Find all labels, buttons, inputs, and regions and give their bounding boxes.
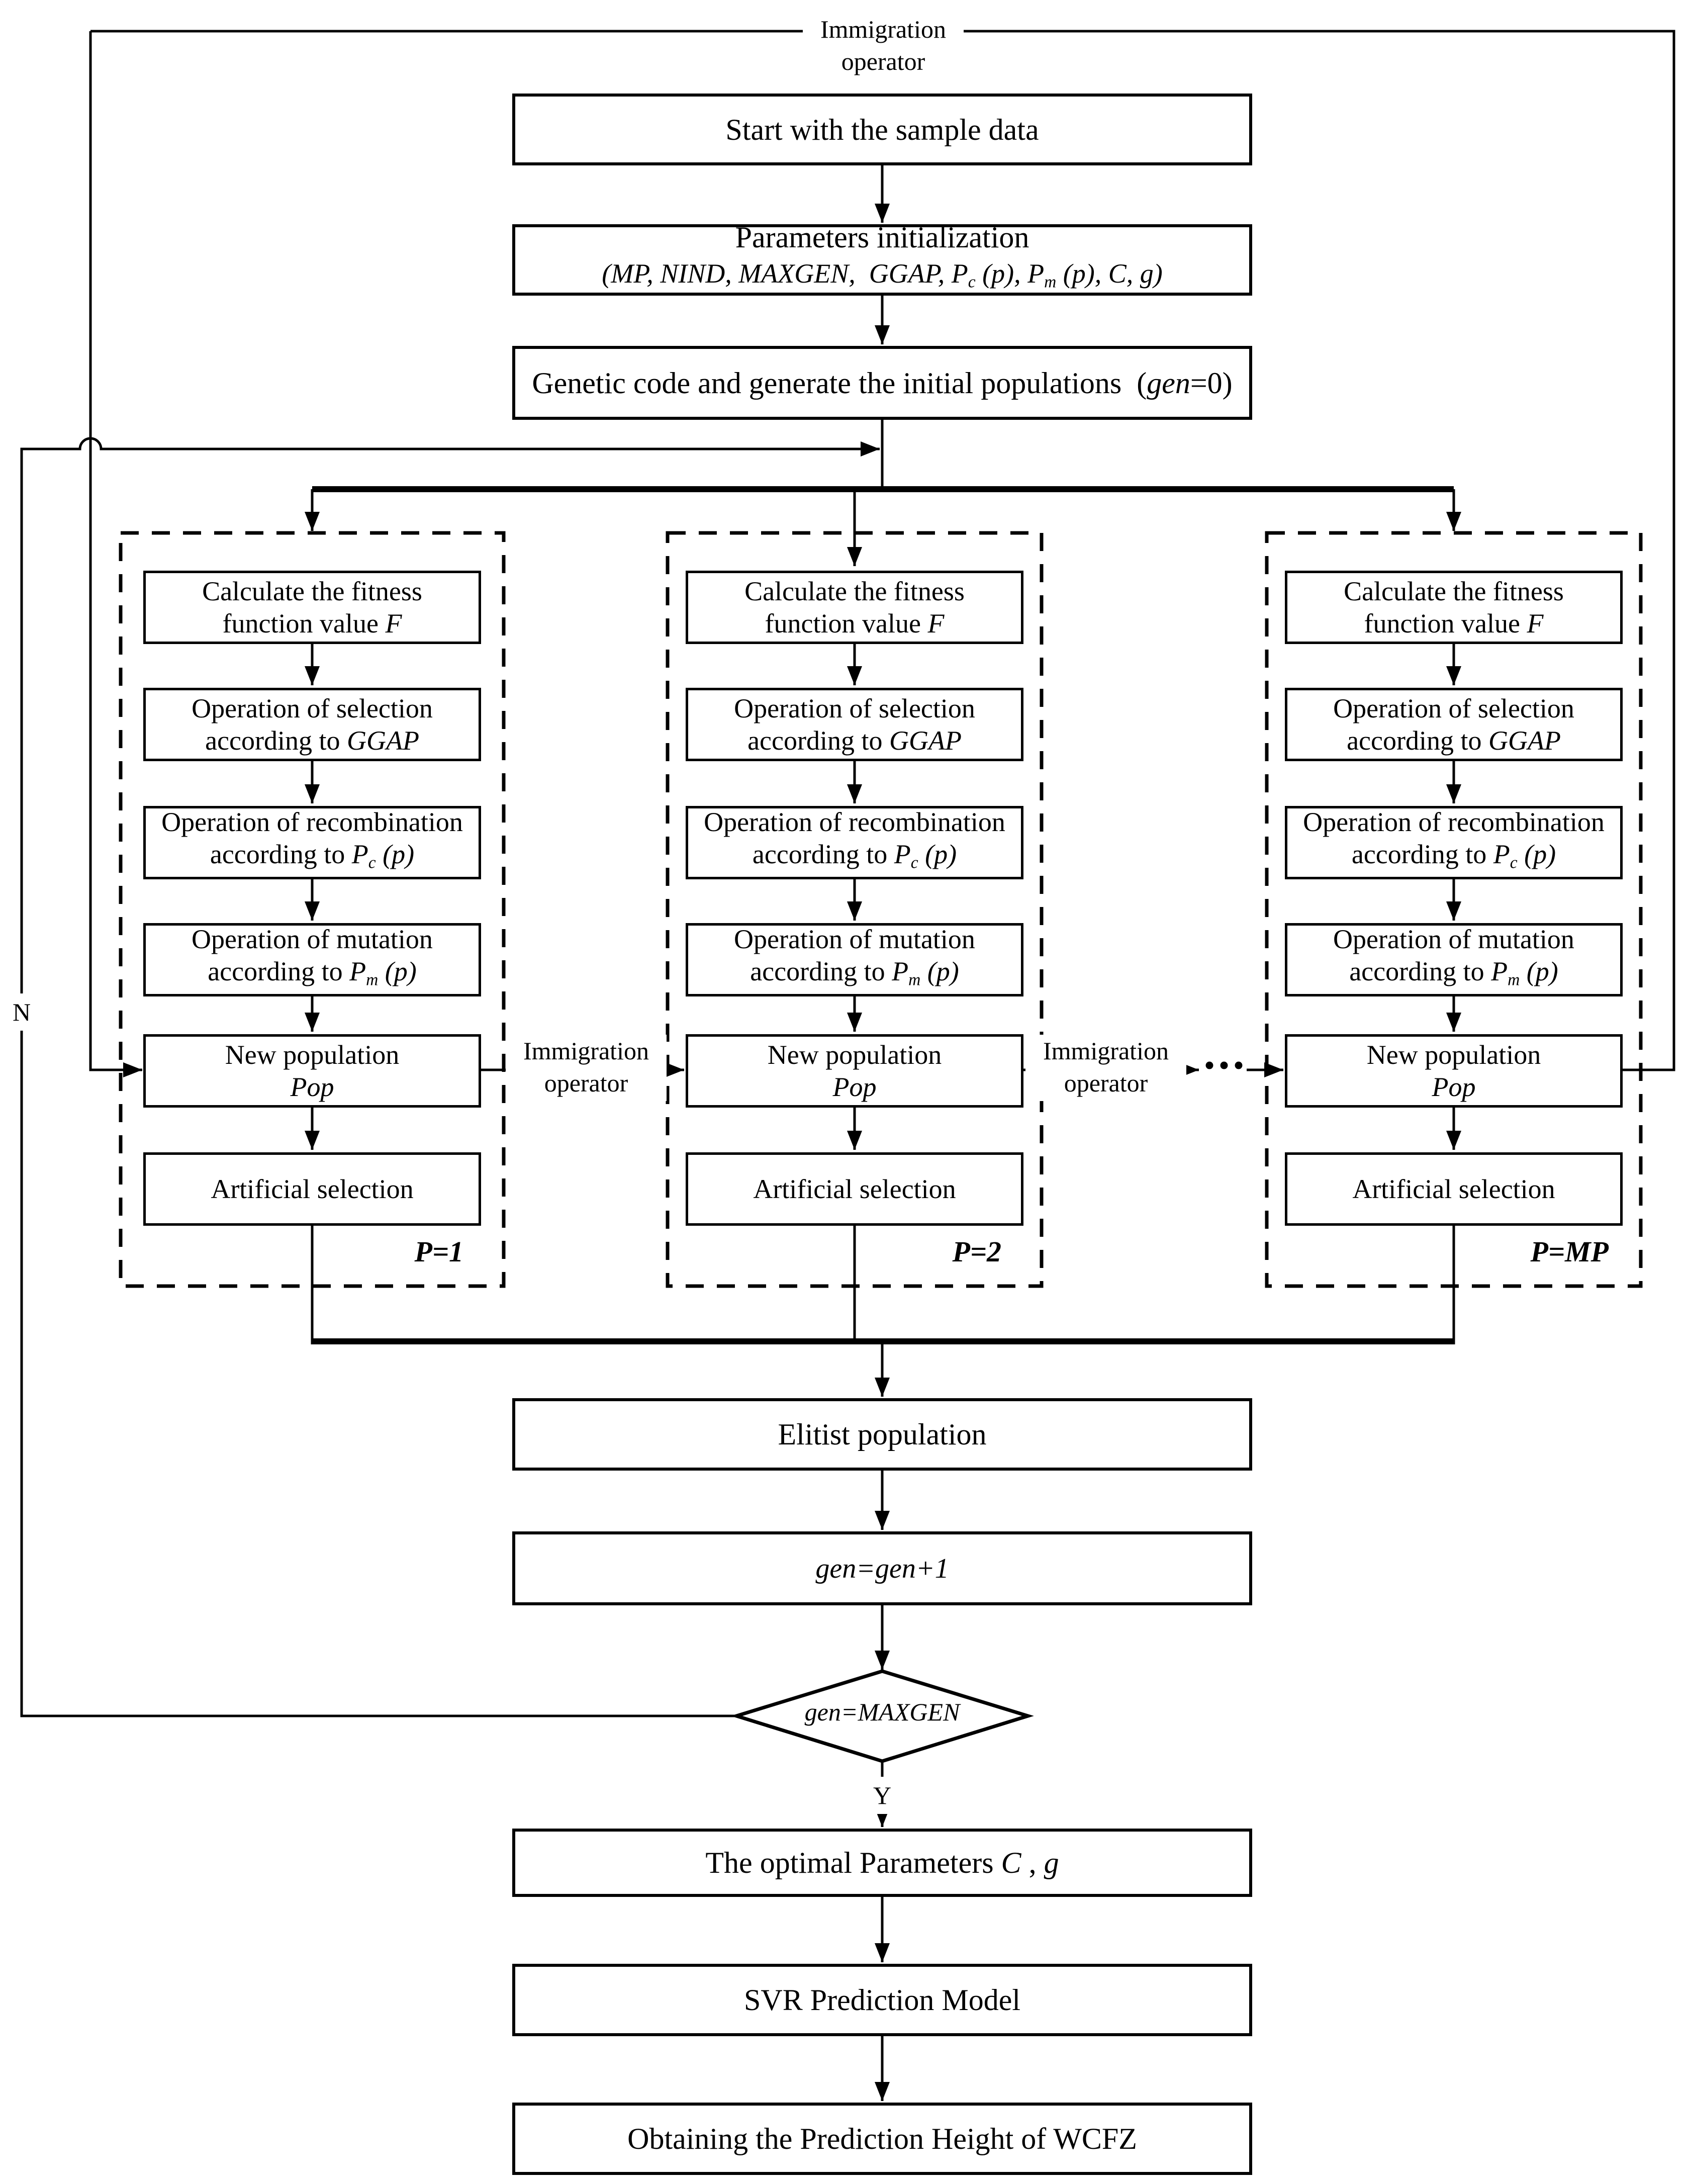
genetic-box: Genetic code and generate the initial po… bbox=[512, 346, 1252, 420]
optimal-params-box: The optimal Parameters C , g bbox=[512, 1829, 1252, 1897]
box-line: according to GGAP bbox=[205, 725, 419, 756]
new-population-box: New population Pop bbox=[1285, 1034, 1623, 1108]
obtain-height-text: Obtaining the Prediction Height of WCFZ bbox=[627, 2122, 1137, 2155]
box-line: according to Pc (p) bbox=[752, 839, 957, 872]
optimal-params-text: The optimal Parameters C , g bbox=[705, 1846, 1059, 1879]
box-line: New population bbox=[1366, 1040, 1541, 1070]
top-immigration-label-line1: Immigration bbox=[820, 15, 946, 43]
box-line: function value F bbox=[222, 608, 402, 639]
immigration-label-1: Immigration operator bbox=[506, 1035, 667, 1101]
mutation-box: Operation of mutation according to Pm (p… bbox=[686, 923, 1023, 996]
box-line: Pop bbox=[1432, 1072, 1476, 1102]
box-line: Operation of mutation bbox=[734, 924, 975, 955]
fitness-box: Calculate the fitness function value F bbox=[1285, 571, 1623, 644]
decision-text: gen=MAXGEN bbox=[804, 1698, 960, 1726]
box-line: Calculate the fitness bbox=[202, 576, 422, 606]
params-box-title: Parameters initialization bbox=[735, 221, 1029, 254]
box-line: Pop bbox=[832, 1072, 877, 1102]
mutation-box: Operation of mutation according to Pm (p… bbox=[143, 923, 481, 996]
selection-box: Operation of selection according to GGAP bbox=[1285, 688, 1623, 761]
elitist-box: Elitist population bbox=[512, 1398, 1252, 1471]
svr-model-text: SVR Prediction Model bbox=[744, 1983, 1020, 2017]
box-line: according to Pc (p) bbox=[210, 839, 415, 872]
artificial-selection-box: Artificial selection bbox=[143, 1152, 481, 1226]
box-line: according to GGAP bbox=[747, 725, 962, 756]
box-line: Operation of recombination bbox=[704, 807, 1005, 838]
selection-box: Operation of selection according to GGAP bbox=[143, 688, 481, 761]
box-line: Operation of recombination bbox=[1303, 807, 1605, 838]
box-line: function value F bbox=[1364, 608, 1544, 639]
fitness-box: Calculate the fitness function value F bbox=[143, 571, 481, 644]
immigration-loop-left bbox=[89, 31, 142, 1077]
fitness-box: Calculate the fitness function value F bbox=[686, 571, 1023, 644]
no-label: N bbox=[5, 993, 38, 1031]
params-box-detail: (MP, NIND, MAXGEN, GGAP, Pc (p), Pm (p),… bbox=[602, 258, 1163, 292]
immigration-label-2: Immigration operator bbox=[1025, 1035, 1186, 1101]
tag-p2: P=2 bbox=[952, 1235, 1002, 1268]
selection-box: Operation of selection according to GGAP bbox=[686, 688, 1023, 761]
immigration-label-line2: operator bbox=[544, 1069, 628, 1097]
ellipsis: ... bbox=[1203, 1027, 1248, 1078]
immigration-label-line2: operator bbox=[1064, 1069, 1148, 1097]
box-line: Operation of selection bbox=[192, 693, 433, 723]
recombination-box: Operation of recombination according to … bbox=[1285, 806, 1623, 879]
obtain-height-box: Obtaining the Prediction Height of WCFZ bbox=[512, 2103, 1252, 2175]
box-line: Operation of recombination bbox=[161, 807, 463, 838]
mutation-box: Operation of mutation according to Pm (p… bbox=[1285, 923, 1623, 996]
box-line: Operation of mutation bbox=[192, 924, 433, 955]
new-population-box: New population Pop bbox=[686, 1034, 1023, 1108]
box-line: according to Pm (p) bbox=[1349, 956, 1558, 989]
gen-increment-text: gen=gen+1 bbox=[815, 1553, 949, 1584]
tag-p1: P=1 bbox=[414, 1235, 464, 1268]
box-line: Calculate the fitness bbox=[1344, 576, 1564, 606]
gen-increment-box: gen=gen+1 bbox=[512, 1531, 1252, 1605]
box-line: according to Pc (p) bbox=[1351, 839, 1556, 872]
no-feedback-line bbox=[20, 437, 880, 1717]
box-line: according to Pm (p) bbox=[750, 956, 959, 989]
box-line: Artificial selection bbox=[753, 1174, 956, 1204]
box-line: Calculate the fitness bbox=[744, 576, 965, 606]
top-immigration-label-line2: operator bbox=[841, 47, 925, 75]
yes-label: Y bbox=[861, 1777, 903, 1814]
start-box: Start with the sample data bbox=[512, 94, 1252, 165]
immigration-label-line1: Immigration bbox=[1043, 1037, 1169, 1065]
box-line: according to Pm (p) bbox=[208, 956, 417, 989]
box-line: Artificial selection bbox=[211, 1174, 414, 1204]
elitist-box-text: Elitist population bbox=[778, 1418, 987, 1451]
new-population-box: New population Pop bbox=[143, 1034, 481, 1108]
immigration-label-line1: Immigration bbox=[523, 1037, 649, 1065]
box-line: according to GGAP bbox=[1347, 725, 1561, 756]
box-line: Operation of selection bbox=[1333, 693, 1574, 723]
genetic-box-text: Genetic code and generate the initial po… bbox=[532, 366, 1233, 400]
recombination-box: Operation of recombination according to … bbox=[686, 806, 1023, 879]
box-line: New population bbox=[767, 1040, 942, 1070]
box-line: Operation of mutation bbox=[1333, 924, 1574, 955]
tag-pmp: P=MP bbox=[1530, 1235, 1609, 1268]
box-line: function value F bbox=[765, 608, 945, 639]
svr-model-box: SVR Prediction Model bbox=[512, 1964, 1252, 2036]
artificial-selection-box: Artificial selection bbox=[1285, 1152, 1623, 1226]
start-box-text: Start with the sample data bbox=[725, 113, 1039, 146]
recombination-box: Operation of recombination according to … bbox=[143, 806, 481, 879]
frame-p1 bbox=[119, 531, 506, 1288]
box-line: Artificial selection bbox=[1352, 1174, 1555, 1204]
box-line: New population bbox=[225, 1040, 400, 1070]
box-line: Pop bbox=[290, 1072, 334, 1102]
top-immigration-label: Immigration operator bbox=[803, 13, 964, 79]
box-line: Operation of selection bbox=[734, 693, 975, 723]
params-box: Parameters initialization (MP, NIND, MAX… bbox=[512, 221, 1252, 296]
artificial-selection-box: Artificial selection bbox=[686, 1152, 1023, 1226]
